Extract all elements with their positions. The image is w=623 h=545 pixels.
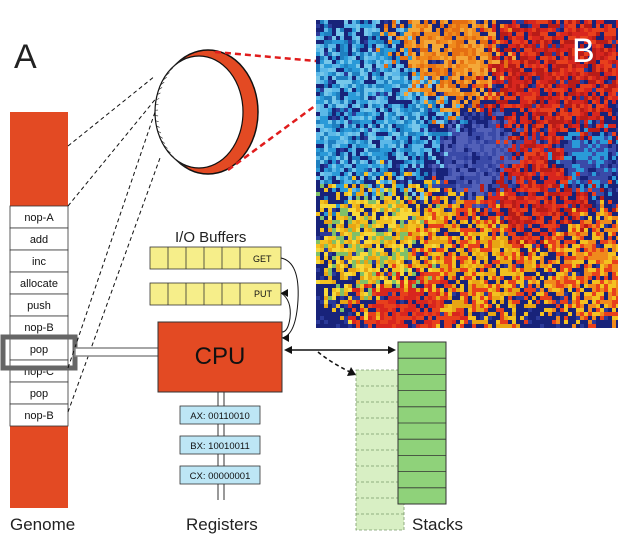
get-arrow bbox=[281, 258, 298, 338]
genome-instruction-label: nop-B bbox=[24, 410, 53, 422]
genome-instruction: inc bbox=[10, 250, 68, 272]
genome-caption: Genome bbox=[10, 515, 75, 534]
genome-instruction: nop-B bbox=[10, 404, 68, 426]
register-item: CX: 00000001 bbox=[180, 466, 260, 484]
panel-label-b: B bbox=[572, 32, 595, 70]
genome-instruction-label: pop bbox=[30, 344, 48, 356]
cpu-label: CPU bbox=[195, 343, 246, 370]
genome-instruction-label: allocate bbox=[20, 278, 58, 290]
genome-instruction: pop bbox=[10, 382, 68, 404]
register-value: AX: 00110010 bbox=[190, 411, 250, 422]
genome-instruction: allocate bbox=[10, 272, 68, 294]
registers-caption: Registers bbox=[186, 515, 258, 534]
genome-instruction-label: inc bbox=[32, 256, 47, 268]
genome-cpu-connector bbox=[75, 348, 159, 356]
register-value: BX: 10010011 bbox=[190, 441, 250, 452]
genome-instruction-label: push bbox=[27, 300, 51, 312]
genome-instruction-label: pop bbox=[30, 388, 48, 400]
genome-instruction-label: nop-A bbox=[24, 212, 54, 224]
genome-ring bbox=[155, 50, 258, 174]
genome-instruction-label: nop-B bbox=[24, 322, 53, 334]
panel-label-a: A bbox=[14, 38, 37, 76]
register-value: CX: 00000001 bbox=[190, 471, 251, 482]
population-map: B bbox=[316, 20, 620, 328]
stacks-caption: Stacks bbox=[412, 515, 463, 534]
genome-instruction: nop-C bbox=[10, 360, 68, 382]
stack-active bbox=[398, 342, 446, 504]
cpu-box: CPU bbox=[158, 322, 282, 392]
stack-inactive bbox=[356, 370, 404, 530]
genome-instruction: add bbox=[10, 228, 68, 250]
put-label: PUT bbox=[254, 289, 273, 299]
get-label: GET bbox=[253, 254, 272, 264]
genome-strip: nop-A add inc allocate push nop-B pop nop-C pop n… bbox=[3, 112, 75, 508]
register-item: BX: 10010011 bbox=[180, 436, 260, 454]
io-buffers-title: I/O Buffers bbox=[175, 229, 246, 246]
genome-instruction: pop bbox=[10, 338, 68, 360]
genome-instruction: nop-A bbox=[10, 206, 68, 228]
genome-instruction: push bbox=[10, 294, 68, 316]
register-item: AX: 00110010 bbox=[180, 406, 260, 424]
genome-instruction-label: add bbox=[30, 234, 48, 246]
genome-to-ring-lines bbox=[68, 76, 160, 412]
genome-instruction-list: nop-A add inc allocate push nop-B pop nop-C pop n… bbox=[10, 206, 68, 426]
get-arrowhead bbox=[282, 334, 289, 342]
stacks bbox=[356, 342, 446, 530]
